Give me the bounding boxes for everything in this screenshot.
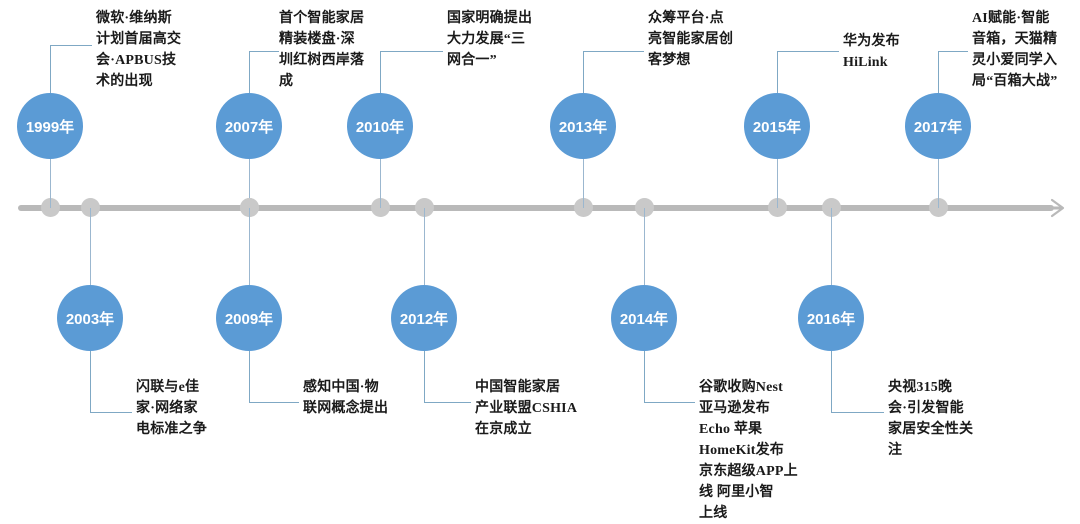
year-bubble-label: 2014年 [619, 310, 669, 328]
year-bubble-y2010[interactable]: 2010年 [347, 93, 413, 159]
milestone-note-y2016: 央视315晚 会·引发智能 家居安全性关 注 [888, 380, 974, 458]
milestone-stem [938, 159, 939, 208]
milestone-stem [424, 208, 425, 285]
axis-dot [634, 198, 654, 217]
milestone-stem [644, 208, 645, 285]
timeline-arrow-icon [1040, 196, 1066, 220]
year-bubble-y1999[interactable]: 1999年 [17, 93, 83, 159]
milestone-stem [777, 159, 778, 208]
year-bubble-y2015[interactable]: 2015年 [744, 93, 810, 159]
axis-dot [239, 198, 259, 217]
milestone-stem [249, 208, 250, 285]
milestone-stem [249, 159, 250, 208]
year-bubble-label: 2017年 [913, 118, 963, 136]
milestone-note-y2015: 华为发布 HiLink [843, 34, 900, 70]
milestone-note-y2003: 闪联与e佳 家·网络家 电标准之争 [136, 380, 207, 437]
year-bubble-y2014[interactable]: 2014年 [611, 285, 677, 351]
axis-dot [821, 198, 841, 217]
year-bubble-y2003[interactable]: 2003年 [57, 285, 123, 351]
milestone-note-y2012: 中国智能家居 产业联盟CSHIA 在京成立 [475, 380, 578, 437]
milestone-stem [583, 159, 584, 208]
milestone-note-y2009: 感知中国·物 联网概念提出 [303, 380, 389, 416]
milestone-note-y1999: 微软·维纳斯 计划首届高交 会·APBUS技 术的出现 [96, 11, 182, 89]
year-bubble-label: 2016年 [806, 310, 856, 328]
year-bubble-label: 2012年 [399, 310, 449, 328]
year-bubble-label: 2013年 [558, 118, 608, 136]
axis-dot [80, 198, 100, 217]
milestone-note-y2013: 众筹平台·点 亮智能家居创 客梦想 [648, 11, 734, 68]
year-bubble-y2012[interactable]: 2012年 [391, 285, 457, 351]
year-bubble-label: 2009年 [224, 310, 274, 328]
milestone-note-y2007: 首个智能家居 精装楼盘·深 圳红树西岸落 成 [279, 11, 365, 89]
year-bubble-label: 2007年 [224, 118, 274, 136]
timeline-diagram: 1999年 微软·维纳斯 计划首届高交 会·APBUS技 术的出现 2003年闪联与… [17, 11, 1066, 521]
year-bubble-label: 2010年 [355, 118, 405, 136]
milestone-note-y2014: 谷歌收购Nest 亚马逊发布 Echo 苹果 HomeKit发布 京东超级APP… [699, 380, 798, 521]
milestone-stem [831, 208, 832, 285]
year-bubble-label: 2003年 [65, 310, 115, 328]
year-bubble-y2017[interactable]: 2017年 [905, 93, 971, 159]
year-bubble-y2007[interactable]: 2007年 [216, 93, 282, 159]
milestone-stem [50, 159, 51, 208]
axis-dot [414, 198, 434, 217]
milestone-note-y2017: AI赋能·智能 音箱，天猫精 灵小爱同学入 局“百箱大战” [972, 11, 1058, 89]
year-bubble-label: 1999年 [25, 118, 75, 136]
year-bubble-y2013[interactable]: 2013年 [550, 93, 616, 159]
year-bubble-y2016[interactable]: 2016年 [798, 285, 864, 351]
timeline-axis-line [18, 205, 1054, 211]
year-bubble-label: 2015年 [752, 118, 802, 136]
milestone-stem [90, 208, 91, 285]
milestone-note-y2010: 国家明确提出 大力发展“三 网合一” [447, 11, 533, 68]
milestone-stem [380, 159, 381, 208]
year-bubble-y2009[interactable]: 2009年 [216, 285, 282, 351]
